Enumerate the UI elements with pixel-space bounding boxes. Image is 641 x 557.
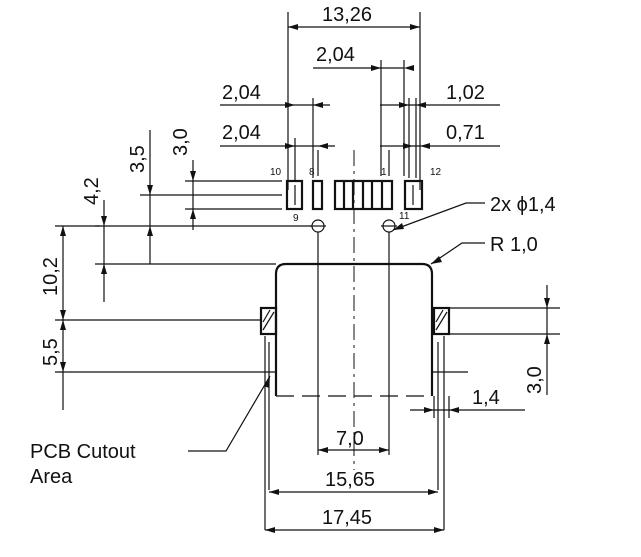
pcb-cutout-leader (188, 375, 271, 452)
slot-left (259, 306, 278, 336)
pin-label-1: 1 (381, 167, 387, 178)
radius-leader (430, 242, 485, 265)
pcb-cutout-label-line2: Area (30, 466, 73, 488)
dim-pin-pitch-left-lower: 2,04 (222, 122, 261, 144)
pad-row (285, 179, 424, 211)
dim-pin-pitch-right-upper: 1,02 (446, 82, 485, 104)
pin-label-11: 11 (399, 211, 410, 222)
pin-label-10: 10 (270, 167, 282, 178)
pad-12 (403, 179, 424, 211)
dim-slot-height: 3,0 (524, 366, 546, 394)
dim-body-to-pads: 10,2 (40, 257, 62, 296)
pin-label-9: 9 (293, 213, 299, 224)
dim-slot-width: 1,4 (472, 387, 500, 409)
dim-body-width: 15,65 (325, 469, 375, 491)
dim-slot-spacing: 7,0 (336, 428, 364, 450)
pad-8 (311, 179, 324, 211)
connector-body-outline (274, 262, 434, 396)
dim-row-offset: 3,0 (170, 128, 192, 156)
pcb-cutout-outline (238, 336, 468, 530)
dim-pin-pitch-left-upper: 2,04 (222, 82, 261, 104)
dim-slot-offset: 5,5 (40, 338, 62, 366)
pin-label-8: 8 (309, 167, 315, 178)
pin-label-12: 12 (430, 167, 442, 178)
dim-body-offset: 4,2 (81, 177, 103, 205)
slot-right (432, 306, 451, 336)
radius-callout: R 1,0 (490, 234, 538, 256)
pcb-cutout-label-line1: PCB Cutout (30, 441, 136, 463)
dim-pin-pitch-right-lower: 0,71 (446, 122, 485, 144)
dim-cutout-width: 17,45 (322, 507, 372, 529)
dim-hole-row-offset: 3,5 (127, 145, 149, 173)
holes-leader (392, 202, 485, 231)
holes-callout: 2x ϕ1,4 (490, 194, 556, 216)
dim-pin-spacing-mid: 2,04 (316, 44, 355, 66)
dim-top-width: 13,26 (322, 4, 372, 26)
pad-10 (285, 179, 304, 211)
